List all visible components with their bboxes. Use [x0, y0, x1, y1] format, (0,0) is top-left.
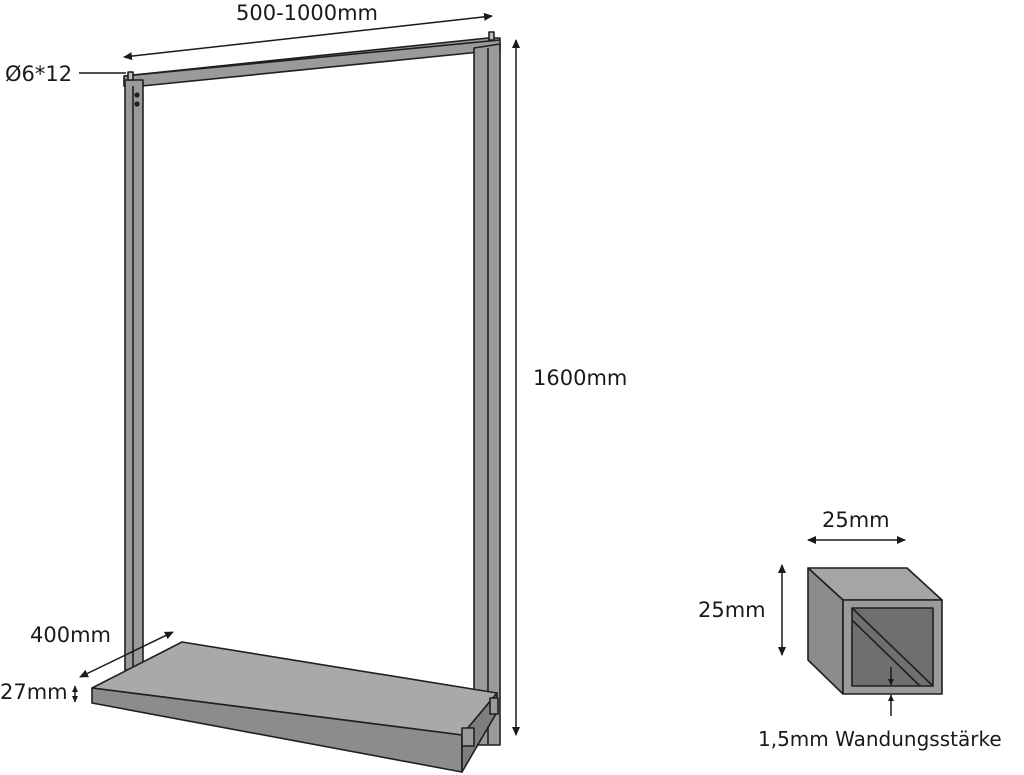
dimensions: 500-1000mm Ø6*12 1600mm 400mm 27mm: [0, 1, 627, 736]
right-post: [473, 43, 501, 746]
bolt-hole: [134, 101, 140, 107]
depth-dimension-line: [79, 631, 174, 678]
depth-label: 400mm: [30, 623, 111, 647]
height-label: 1600mm: [533, 366, 627, 390]
profile-width-label: 25mm: [822, 508, 890, 532]
wall-thickness-label: 1,5mm Wandungsstärke: [758, 727, 1002, 751]
frame: [123, 31, 501, 746]
shelf-thickness-label: 27mm: [0, 680, 68, 704]
width-label: 500-1000mm: [236, 1, 378, 25]
bolt-top-left: [127, 71, 134, 81]
bracket: [489, 697, 499, 715]
bracket: [461, 727, 475, 747]
bolt-hole: [134, 92, 140, 98]
bolt-top-right: [488, 31, 495, 41]
left-post: [124, 79, 144, 671]
width-dimension-line: [123, 12, 493, 61]
profile-height-label: 25mm: [698, 598, 766, 622]
shelf: [91, 641, 499, 773]
profile-section: 25mm 25mm 1,5mm Wandungsstärke: [698, 508, 1002, 751]
bolt-label: Ø6*12: [5, 62, 72, 86]
